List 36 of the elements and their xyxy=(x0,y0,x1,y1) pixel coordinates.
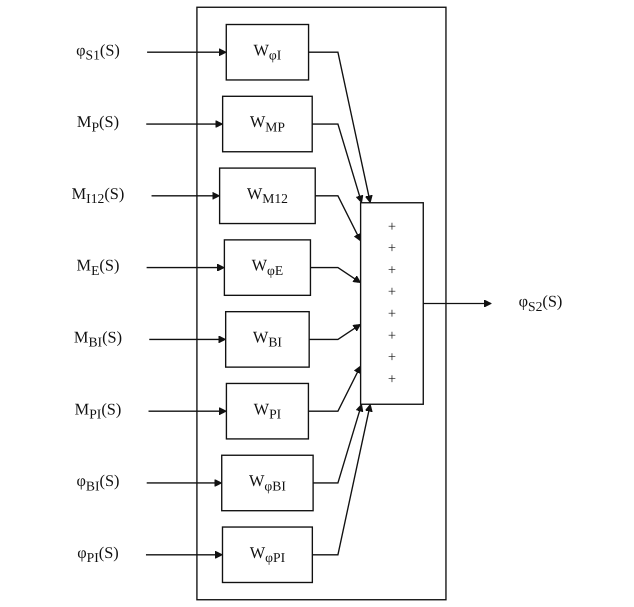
node-text: M$_{BI}$(S) xyxy=(74,328,122,350)
arrow xyxy=(312,123,364,204)
arrow xyxy=(146,120,223,128)
node-text: φ$_{PI}$(S) xyxy=(77,543,119,566)
node-box: W$_{PI}$ xyxy=(226,382,310,440)
node-text: M$_{I12}$(S) xyxy=(72,184,124,207)
node-box: W$_{M12}$ xyxy=(218,167,316,224)
node-box: W$_{φBI}$ xyxy=(221,454,314,512)
node-text: M$_{PI}$(S) xyxy=(74,400,122,422)
arrow xyxy=(315,195,361,242)
arrow xyxy=(149,335,226,344)
cluster xyxy=(196,6,447,600)
node-box: W$_{φE}$ xyxy=(224,239,312,296)
arrow xyxy=(308,52,373,204)
arrow xyxy=(146,478,222,487)
node-box: W$_{MP}$ xyxy=(222,96,313,152)
node-text: M$_{E}$(S) xyxy=(76,256,120,279)
arrow xyxy=(310,266,361,284)
arrow xyxy=(308,366,361,412)
arrow xyxy=(312,404,373,556)
node-box: W$_{BI}$ xyxy=(224,311,310,368)
arrow xyxy=(148,407,227,416)
node-text: φ$_{BI}$(S) xyxy=(76,472,120,494)
node-box: W$_{φI}$ xyxy=(226,24,310,81)
arrow xyxy=(313,404,364,484)
arrow xyxy=(152,192,220,200)
arrow xyxy=(146,550,223,559)
node-box: + + + + + + + + xyxy=(360,202,424,405)
arrow xyxy=(423,300,492,308)
arrow xyxy=(146,264,225,272)
arrow xyxy=(309,324,361,340)
node-text: φ$_{S2}$(S) xyxy=(518,292,562,314)
node-box: W$_{φPI}$ xyxy=(222,526,314,584)
arrow xyxy=(147,48,227,56)
node-text: M$_{P}$(S) xyxy=(76,112,120,135)
node-text: φ$_{S1}$(S) xyxy=(76,40,120,64)
